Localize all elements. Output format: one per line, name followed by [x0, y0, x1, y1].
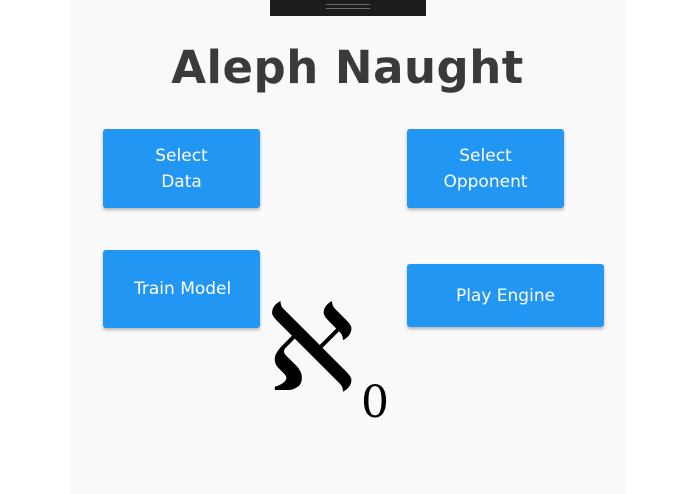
logo-subscript: 0: [361, 377, 389, 428]
drag-handle-icon[interactable]: [326, 4, 370, 9]
select-opponent-button[interactable]: Select Opponent: [407, 129, 564, 208]
page-title: Aleph Naught: [171, 41, 524, 94]
play-engine-button[interactable]: Play Engine: [407, 264, 604, 327]
aleph-icon: ℵ: [266, 280, 356, 419]
select-data-button[interactable]: Select Data: [103, 129, 260, 208]
app-panel: [70, 0, 625, 494]
train-model-button[interactable]: Train Model: [103, 250, 260, 328]
aleph-null-logo: ℵ 0: [266, 280, 396, 430]
window-top-bar[interactable]: [270, 0, 426, 16]
